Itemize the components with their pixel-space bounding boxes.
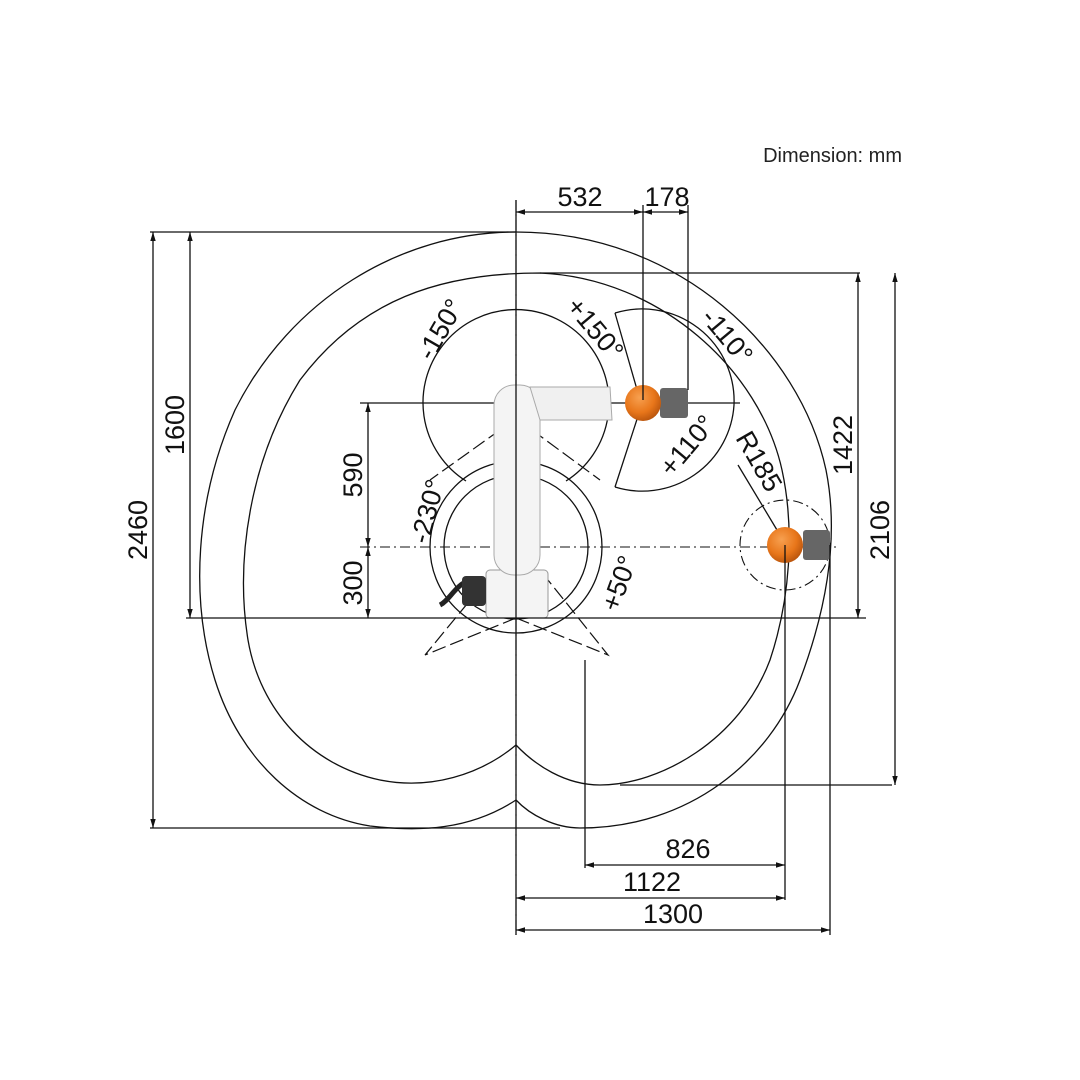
dim-590: 590 xyxy=(338,452,368,497)
angle-plus-50: +50° xyxy=(595,552,643,615)
angle-minus-230: -230° xyxy=(405,476,451,546)
dimension-lines xyxy=(150,209,898,933)
dim-300: 300 xyxy=(338,560,368,605)
wrist-orange-joint xyxy=(625,385,661,421)
robot-arm xyxy=(438,384,830,619)
dim-1300: 1300 xyxy=(643,899,703,929)
wrist-range-arc xyxy=(614,308,735,492)
angle-minus-150: -150° xyxy=(411,294,469,365)
dim-2460: 2460 xyxy=(123,500,153,560)
wrist-limit-line xyxy=(614,312,641,401)
dim-1422: 1422 xyxy=(828,415,858,475)
inner-workspace-boundary xyxy=(242,272,790,786)
unit-note: Dimension: mm xyxy=(763,145,902,167)
dim-1122: 1122 xyxy=(623,867,681,897)
angle-minus-110: -110° xyxy=(695,303,758,370)
limit-lines-upper xyxy=(429,429,601,481)
wrist-limit-line xyxy=(614,409,641,488)
dim-1600: 1600 xyxy=(160,395,190,455)
dim-532: 532 xyxy=(557,182,602,212)
angle-plus-110: +110° xyxy=(654,409,722,482)
dim-2106: 2106 xyxy=(865,500,895,560)
dim-826: 826 xyxy=(665,834,710,864)
dim-178: 178 xyxy=(644,182,689,212)
r185-leader xyxy=(737,464,784,541)
